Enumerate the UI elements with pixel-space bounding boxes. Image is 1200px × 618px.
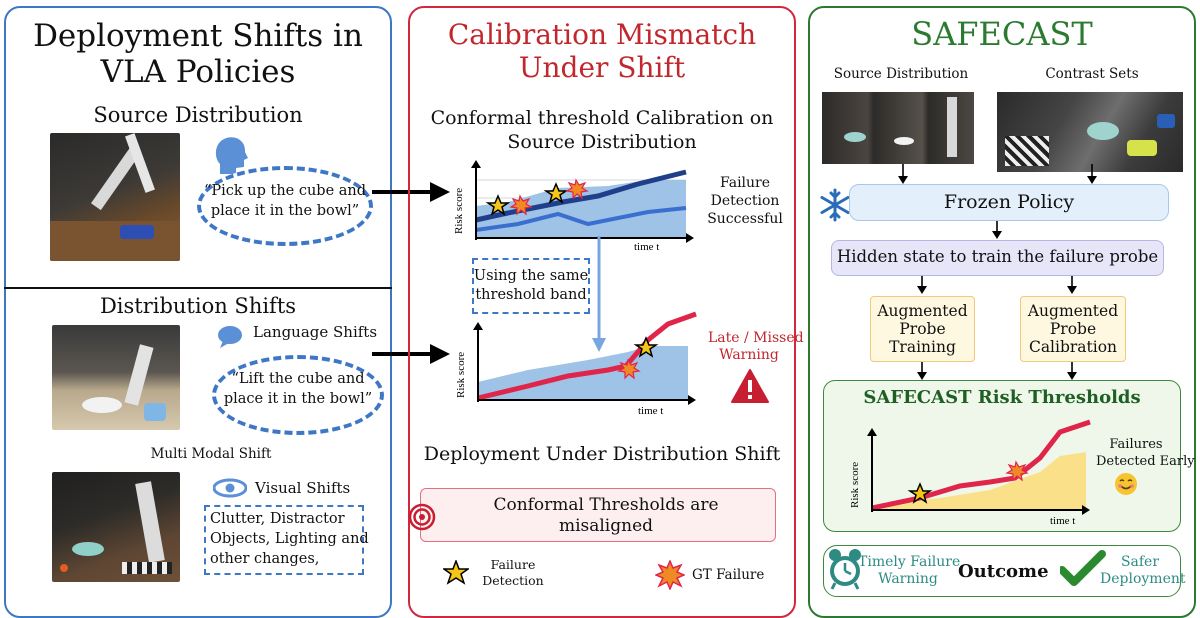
hidden-state-text: Hidden state to train the failure probe <box>836 247 1159 266</box>
visual-shifts-text: Clutter, Distractor Objects, Lighting an… <box>210 511 369 567</box>
probe-to-thresholds-arrows <box>917 362 1077 380</box>
star-icon <box>485 194 511 216</box>
frozen-policy-box <box>849 184 1169 221</box>
misaligned-box <box>420 488 776 542</box>
star-icon <box>443 560 469 585</box>
augmented-training-text: Augmented Probe Training <box>877 302 968 356</box>
shift-instruction-text: “Lift the cube and place it in the bowl” <box>223 371 373 407</box>
safer-deployment-text: Safer Deployment <box>1100 554 1186 587</box>
frozen-policy-text: Frozen Policy <box>943 191 1075 213</box>
time-axis-label: time t <box>1050 515 1075 527</box>
risk-score-axis-label: Risk score <box>849 462 861 508</box>
source-instruction-text: “Pick up the cube and place it in the bo… <box>203 183 367 219</box>
shift-instruction-bubble <box>212 355 384 435</box>
language-shift-photo <box>52 325 180 430</box>
augmented-calibration-text: Augmented Probe Calibration <box>1027 302 1119 356</box>
same-band-arrow <box>592 236 606 352</box>
safecast-thresholds-title: SAFECAST Risk Thresholds <box>863 387 1141 408</box>
threshold-band <box>476 180 686 238</box>
outcome-label: Outcome <box>958 561 1049 582</box>
risk-line-mid <box>475 206 687 232</box>
hidden-to-probe-arrows <box>917 276 1077 294</box>
alarm-clock-icon <box>829 549 861 590</box>
time-axis-label: time t <box>638 405 663 417</box>
augmented-calibration-box <box>1020 296 1126 362</box>
explosion-icon <box>1005 460 1029 482</box>
deployment-heading: Deployment Under Distribution Shift <box>423 443 781 465</box>
explosion-icon <box>565 178 589 200</box>
divider <box>4 287 392 289</box>
safecast-risk-chart: Risk score time t <box>849 419 1091 527</box>
visual-shift-photo <box>52 472 180 582</box>
legend-gt-failure: GT Failure <box>692 567 765 583</box>
explosion-icon <box>617 358 641 380</box>
explosion-icon <box>655 560 685 590</box>
snowflake-icon <box>820 188 850 222</box>
augmented-training-box <box>870 296 975 362</box>
calibration-heading: Conformal threshold Calibration on Sourc… <box>430 107 774 153</box>
visual-shifts-box <box>204 505 364 575</box>
target-icon <box>408 503 436 531</box>
eye-icon <box>213 478 247 498</box>
checkmark-icon <box>1060 550 1106 586</box>
contrast-sets-photo <box>997 92 1183 172</box>
panel3-title: SAFECAST <box>911 15 1093 53</box>
speech-bubble-icon <box>218 326 242 348</box>
outcome-box <box>823 545 1181 597</box>
language-shifts-label: Language Shifts <box>253 323 378 341</box>
risk-line <box>871 419 1091 511</box>
risk-score-axis-label: Risk score <box>455 352 467 398</box>
risk-score-axis-label: Risk score <box>453 188 465 234</box>
same-threshold-text: Using the same threshold band <box>473 268 589 303</box>
source-distribution-label: Source Distribution <box>833 66 969 82</box>
photo-to-policy-arrows <box>898 164 1097 184</box>
explosion-icon <box>509 194 533 216</box>
smiley-emoji-icon <box>1115 473 1137 495</box>
detection-successful-text: Failure Detection Successful <box>707 175 783 227</box>
legend-failure-detection: Failure Detection <box>482 557 544 588</box>
shifted-deployment-chart: Risk score time t <box>455 311 697 417</box>
head-speaker-icon <box>215 137 248 174</box>
star-icon <box>907 482 933 504</box>
robot-source-photo <box>50 133 180 261</box>
star-icon <box>633 336 659 358</box>
star-icon <box>543 182 569 204</box>
time-axis-label: time t <box>634 241 659 253</box>
multi-modal-shift-label: Multi Modal Shift <box>150 446 272 462</box>
detected-early-text: Failures Detected Early <box>1096 437 1195 469</box>
safe-threshold-band <box>872 452 1086 510</box>
contrast-sets-label: Contrast Sets <box>1045 66 1139 82</box>
connecting-arrows <box>372 182 450 364</box>
warning-triangle-icon <box>731 369 769 403</box>
source-frames-photo <box>822 92 974 164</box>
distribution-shifts-heading: Distribution Shifts <box>99 294 297 318</box>
source-distribution-heading: Source Distribution <box>93 103 303 127</box>
same-threshold-box <box>472 258 590 314</box>
source-instruction-bubble <box>197 166 373 246</box>
panel2-title: Calibration Mismatch Under Shift <box>447 18 757 84</box>
late-missed-warning-text: Late / Missed Warning <box>708 330 804 363</box>
risk-line <box>477 311 697 401</box>
timely-warning-text: Timely Failure Warning <box>858 554 961 587</box>
misaligned-text: Conformal Thresholds are misaligned <box>493 495 719 536</box>
policy-to-hidden-arrow <box>992 221 1002 239</box>
visual-shifts-label: Visual Shifts <box>255 479 351 497</box>
panel1-title: Deployment Shifts in VLA Policies <box>33 18 363 90</box>
source-calibration-chart: Risk score time t <box>453 160 694 253</box>
hidden-state-box <box>831 240 1164 276</box>
